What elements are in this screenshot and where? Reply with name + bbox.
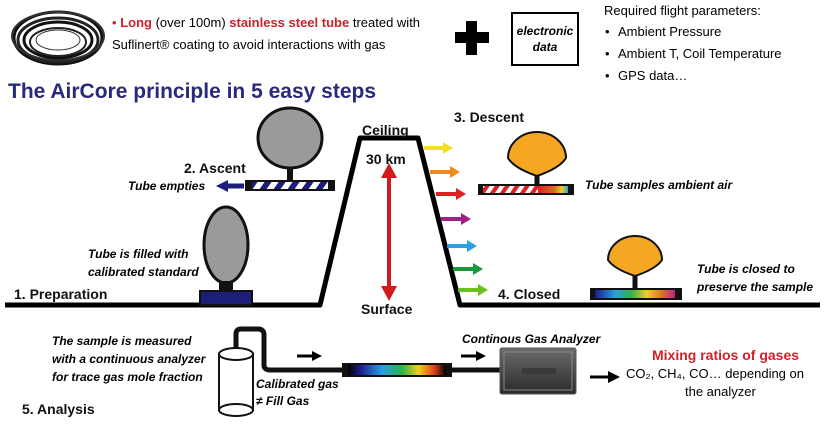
- ground-line: [5, 135, 820, 308]
- step-descent: 3. Descent: [454, 109, 525, 125]
- electronic-label: electronic: [516, 24, 574, 38]
- tube-description-line1: • Long (over 100m) stainless steel tube …: [112, 15, 420, 30]
- tube-empties-label: Tube empties: [128, 179, 206, 193]
- desc-over: (over 100m): [151, 15, 230, 30]
- closed-balloon: [606, 235, 664, 288]
- descent-balloon: [506, 131, 568, 184]
- mixing-tail: the analyzer: [685, 384, 756, 399]
- bullet: •: [112, 15, 117, 30]
- descent-color-arrows: [424, 142, 488, 296]
- tube-filled-label-1: Tube is filled with: [88, 247, 189, 261]
- param-item: Ambient T, Coil Temperature: [604, 43, 782, 65]
- mixing-species: CO₂, CH₄, CO… depending on: [626, 366, 804, 381]
- page-title: The AirCore principle in 5 easy steps: [8, 80, 377, 103]
- tube-coil-icon: [11, 10, 105, 66]
- param-item: GPS data…: [604, 65, 782, 87]
- tube-samples-label: Tube samples ambient air: [585, 178, 733, 192]
- desc-rest: treated with: [349, 15, 421, 30]
- analyzer-title: Continous Gas Analyzer: [462, 332, 601, 346]
- tube-closed-label-2: preserve the sample: [697, 280, 814, 294]
- calibrated-gas-label-1: Calibrated gas: [256, 377, 339, 391]
- closed-tube: [590, 288, 682, 300]
- desc-long: Long: [120, 15, 152, 30]
- analyzer-device-icon: [499, 347, 577, 395]
- output-arrow: [590, 371, 620, 383]
- flow-arrow-2: [461, 351, 486, 361]
- preparation-balloon: [199, 205, 253, 306]
- required-params-title: Required flight parameters:: [604, 3, 761, 18]
- required-params-list: Ambient Pressure Ambient T, Coil Tempera…: [604, 21, 782, 87]
- sample-measured-label-1: The sample is measured: [52, 334, 192, 348]
- calibrated-gas-label-2: ≠ Fill Gas: [256, 394, 310, 408]
- analysis-tube: [342, 363, 452, 377]
- ascent-tube: [245, 180, 335, 191]
- param-item: Ambient Pressure: [604, 21, 782, 43]
- tube-filled-label-2: calibrated standard: [88, 265, 199, 279]
- mixing-ratios-title: Mixing ratios of gases: [652, 347, 800, 363]
- analysis-pipe: [233, 326, 505, 373]
- desc-tube: stainless steel tube: [229, 15, 350, 30]
- ceiling-label: Ceiling: [362, 122, 409, 138]
- step-preparation: 1. Preparation: [14, 286, 108, 302]
- step-analysis: 5. Analysis: [22, 401, 95, 417]
- data-label: data: [532, 40, 558, 54]
- step-ascent: 2. Ascent: [184, 160, 246, 176]
- sample-measured-label-3: for trace gas mole fraction: [52, 370, 203, 384]
- electronic-data-box: electronic data: [511, 12, 579, 66]
- tube-description-line2: Suflinert® coating to avoid interactions…: [112, 37, 386, 52]
- step-closed: 4. Closed: [498, 286, 561, 302]
- tube-closed-label-1: Tube is closed to: [697, 262, 795, 276]
- sample-measured-label-2: with a continuous analyzer: [52, 352, 206, 366]
- flow-arrow-1: [297, 351, 322, 361]
- tube-empties-arrow: [216, 180, 244, 192]
- altitude-arrow: [381, 163, 397, 301]
- surface-label: Surface: [361, 301, 413, 317]
- descent-tube: [478, 184, 574, 195]
- plus-icon: [455, 21, 489, 55]
- gas-cylinder-icon: [218, 347, 254, 417]
- ascent-balloon: [256, 106, 324, 180]
- altitude-label: 30 km: [366, 151, 406, 167]
